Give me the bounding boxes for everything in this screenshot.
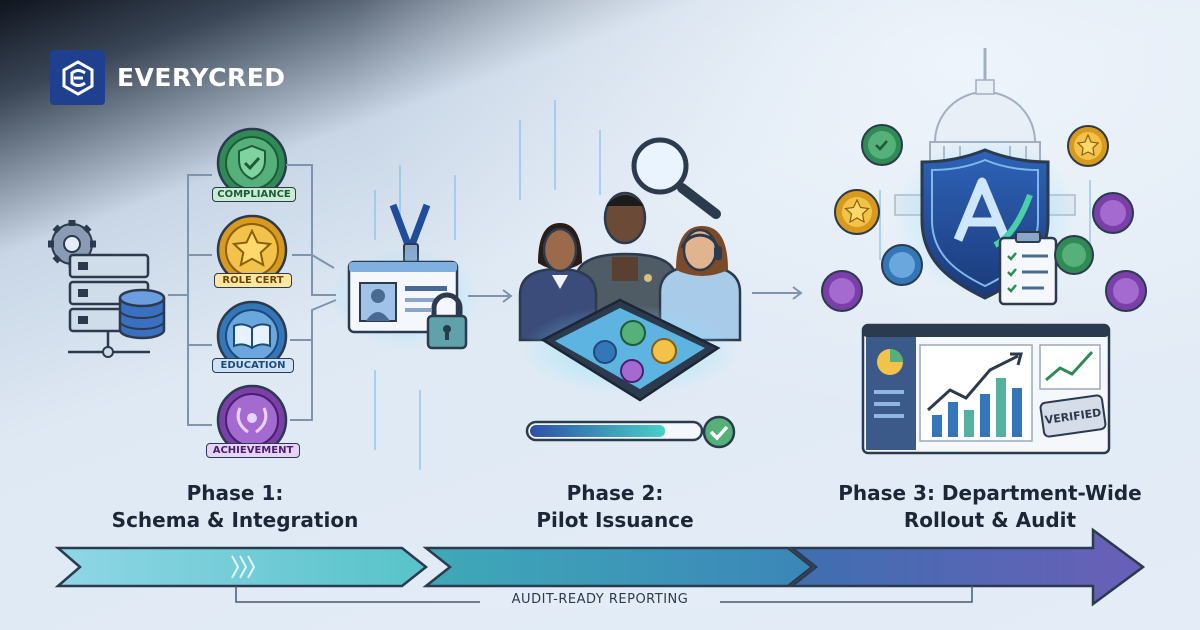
- brand-name: EVERYCRED: [117, 63, 286, 92]
- float-badge-education: [881, 244, 923, 286]
- magnifier-icon: [631, 137, 721, 219]
- timeline-segment-phase3: [788, 527, 1146, 607]
- source-connectors: [168, 174, 212, 426]
- pilot-progress-bar: [525, 415, 736, 449]
- laurel-icon: [236, 407, 268, 434]
- shield-check-icon: [238, 144, 266, 181]
- timeline-segment-phase1: [54, 546, 429, 588]
- phase2-title: Phase 2: Pilot Issuance: [485, 480, 745, 534]
- database-icon: [118, 288, 166, 340]
- float-badge-achievement-right: [1092, 192, 1134, 234]
- phase3-title-line1: Phase 3: Department-Wide: [838, 481, 1142, 505]
- float-badge-star-right: [1067, 125, 1109, 167]
- phase1-title: Phase 1: Schema & Integration: [90, 480, 380, 534]
- brand-header: EVERYCRED: [50, 50, 286, 105]
- pilot-progress-fill: [530, 425, 666, 437]
- data-streams: [374, 100, 1091, 470]
- phase1-title-line2: Schema & Integration: [111, 508, 359, 532]
- data-source-group: [48, 220, 166, 358]
- everycred-logo-icon: [50, 50, 105, 105]
- tablet-badge-achievement: [620, 359, 644, 383]
- phase3-title-line2: Rollout & Audit: [903, 508, 1077, 532]
- mini-trend-icon: [1039, 344, 1101, 390]
- badge-label-rolecert: ROLE CERT: [214, 273, 292, 288]
- phase2-title-line2: Pilot Issuance: [536, 508, 694, 532]
- timeline-segment-phase2: [422, 546, 815, 588]
- audit-dashboard: [861, 323, 1111, 455]
- lock-icon: [426, 292, 468, 350]
- growth-chart-icon: [919, 344, 1033, 442]
- arrow-to-phase3: [752, 286, 803, 300]
- float-badge-achievement-left: [821, 270, 863, 312]
- float-badge-compliance-right: [1054, 235, 1094, 275]
- badge-label-education: EDUCATION: [212, 358, 294, 373]
- float-badge-compliance: [861, 124, 903, 166]
- badge-compliance-coin: [216, 127, 288, 199]
- badge-achievement-coin: [216, 384, 288, 456]
- clipboard-checklist-icon: [998, 231, 1058, 306]
- tablet-badge-rolecert: [651, 338, 677, 364]
- tablet-device: [520, 298, 740, 402]
- badge-label-achievement: ACHIEVEMENT: [206, 443, 300, 458]
- badge-label-compliance: COMPLIANCE: [212, 187, 296, 202]
- verified-stamp-text: VERIFIED: [1043, 405, 1103, 427]
- star-icon: [231, 228, 273, 267]
- badge-rolecert-coin: [216, 214, 288, 286]
- floating-badges: [821, 124, 1147, 312]
- arrow-to-phase2: [468, 289, 513, 303]
- phase1-title-line1: Phase 1:: [186, 481, 284, 505]
- check-circle-icon: [702, 415, 736, 449]
- audit-reporting-label: AUDIT-READY REPORTING: [480, 592, 720, 607]
- tablet-badge-education: [593, 340, 617, 364]
- phase2-title-line1: Phase 2:: [566, 481, 664, 505]
- book-icon: [233, 323, 271, 350]
- badge-connectors: [286, 164, 337, 421]
- id-card-group: [330, 203, 480, 350]
- float-badge-star-left: [834, 189, 880, 235]
- float-badge-achievement-far-right: [1105, 270, 1147, 312]
- phase3-title: Phase 3: Department-Wide Rollout & Audit: [820, 480, 1160, 534]
- tablet-badge-compliance: [620, 320, 646, 346]
- timeline-arrow: [54, 527, 1146, 607]
